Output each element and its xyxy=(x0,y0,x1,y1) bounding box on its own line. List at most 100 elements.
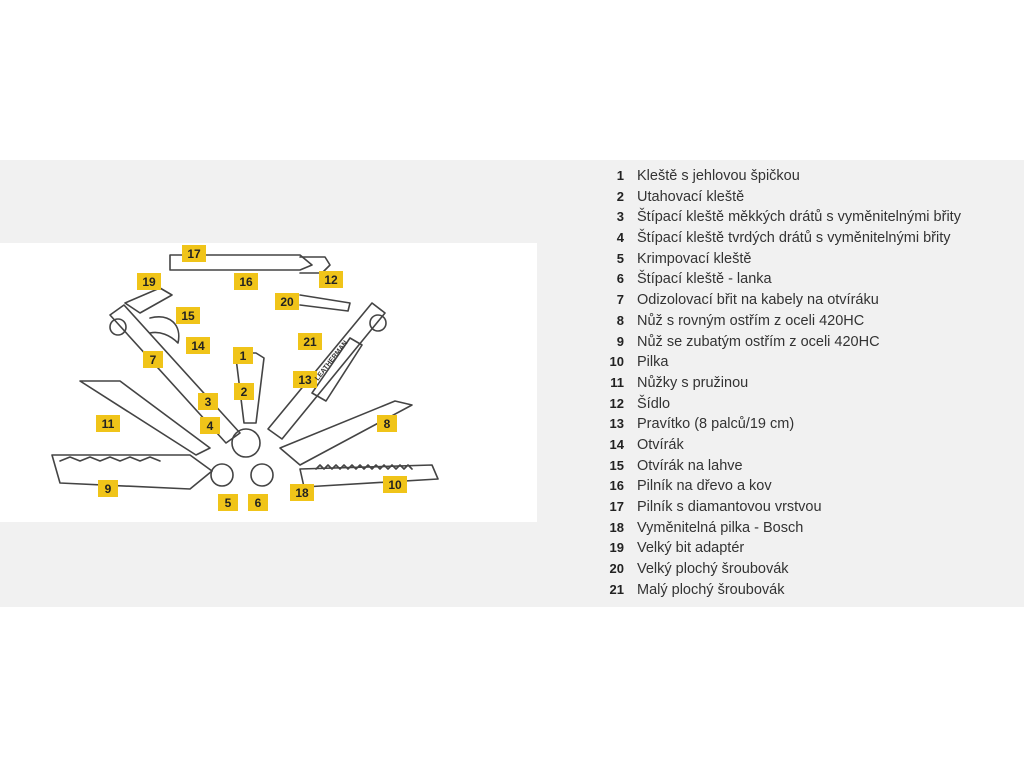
callout-badge xyxy=(137,273,161,290)
legend-text: Otvírák na lahve xyxy=(637,457,743,474)
callout-label: 19 xyxy=(142,275,156,289)
legend-text: Utahovací kleště xyxy=(637,188,745,205)
legend-text: Vyměnitelná pilka - Bosch xyxy=(637,519,804,536)
legend-text: Štípací kleště - lanka xyxy=(637,271,772,288)
legend-item: 4 Štípací kleště tvrdých drátů s vyměnite… xyxy=(600,228,1010,249)
legend-text: Malý plochý šroubovák xyxy=(637,581,785,598)
callout-label: 16 xyxy=(239,275,253,289)
legend-number: 18 xyxy=(609,519,624,535)
callout-label: 1 xyxy=(240,349,247,363)
legend-text: Otvírák xyxy=(637,436,684,453)
legend-text: Velký bit adaptér xyxy=(637,540,745,557)
callout-badge xyxy=(96,415,120,432)
legend-text: Nůž s rovným ostřím z oceli 420HC xyxy=(637,312,865,329)
pliers-pivot-shape xyxy=(231,428,261,458)
file-tip-shape xyxy=(299,256,331,274)
callout-label: 15 xyxy=(181,309,195,323)
callout-label: 7 xyxy=(150,353,157,367)
legend-text: Štípací kleště tvrdých drátů s vyměnitel… xyxy=(637,230,951,247)
legend-item: 19 Velký bit adaptér xyxy=(600,538,1010,559)
callout-badge xyxy=(176,307,200,324)
callout-label: 6 xyxy=(255,496,262,510)
crimper-left-shape xyxy=(210,463,234,487)
callout-label: 10 xyxy=(388,478,402,492)
legend-item: 14 Otvírák xyxy=(600,435,1010,456)
legend-number: 8 xyxy=(616,312,624,328)
legend-number: 13 xyxy=(609,416,624,432)
left-handle-shape xyxy=(109,304,241,444)
callout-label: 14 xyxy=(191,339,205,353)
callout-label: 18 xyxy=(295,486,309,500)
multitool-drawing: 17 16 19 12 20 15 14 21 7 1 13 2 3 xyxy=(51,245,439,511)
legend-item: 13 Pravítko (8 palců/19 cm) xyxy=(600,414,1010,435)
callout-label: 13 xyxy=(298,373,312,387)
legend-number: 7 xyxy=(616,292,624,308)
multitool-diagram: 17 16 19 12 20 15 14 21 7 1 13 2 3 xyxy=(0,243,537,522)
legend-item: 21 Malý plochý šroubovák xyxy=(600,580,1010,601)
callout-label: 9 xyxy=(105,482,112,496)
callout-badge xyxy=(143,351,163,368)
legend-number: 5 xyxy=(616,250,624,266)
saw-teeth-shape xyxy=(315,464,413,470)
legend-number: 11 xyxy=(610,374,624,390)
callout-badge xyxy=(293,371,317,388)
bit-adapter-shape xyxy=(124,287,173,314)
callout-label: 21 xyxy=(303,335,317,349)
legend-item: 15 Otvírák na lahve xyxy=(600,456,1010,477)
legend-text: Nůž se zubatým ostřím z oceli 420HC xyxy=(637,333,880,350)
legend-text: Pravítko (8 palců/19 cm) xyxy=(637,416,795,433)
legend-number: 20 xyxy=(609,561,624,577)
legend-item: 18 Vyměnitelná pilka - Bosch xyxy=(600,518,1010,539)
diamond-file-shape xyxy=(169,254,313,271)
legend-text: Velký plochý šroubovák xyxy=(637,561,789,578)
legend-text: Krimpovací kleště xyxy=(637,250,752,267)
legend-text: Nůžky s pružinou xyxy=(637,374,749,391)
callout-label: 8 xyxy=(384,417,391,431)
bottle-opener-shape xyxy=(149,316,180,344)
callout-label: 17 xyxy=(187,247,201,261)
callout-label: 2 xyxy=(241,385,248,399)
legend-text: Kleště s jehlovou špičkou xyxy=(637,168,800,184)
callout-badge xyxy=(200,417,220,434)
serrated-knife-shape xyxy=(51,454,213,490)
callout-badge xyxy=(186,337,210,354)
callout-badge xyxy=(298,333,322,350)
callout-badge xyxy=(98,480,118,497)
left-pivot-shape xyxy=(109,318,127,336)
callout-label: 5 xyxy=(225,496,232,510)
legend-number: 17 xyxy=(609,499,624,514)
callout-label: 4 xyxy=(207,419,214,433)
callout-badge xyxy=(377,415,397,432)
legend-number: 10 xyxy=(609,354,624,370)
legend-number: 6 xyxy=(616,271,624,287)
legend-text: Pilník s diamantovou vrstvou xyxy=(637,499,822,515)
right-handle-shape xyxy=(267,302,386,440)
legend-number: 21 xyxy=(609,581,624,597)
legend-item: 2 Utahovací kleště xyxy=(600,187,1010,208)
legend-number: 4 xyxy=(616,230,624,246)
legend-number: 19 xyxy=(609,540,624,556)
legend-text: Šídlo xyxy=(637,395,671,412)
right-pivot-shape xyxy=(369,314,387,332)
legend-number: 16 xyxy=(609,478,624,494)
saw-shape xyxy=(299,464,439,488)
legend-item: 9 Nůž se zubatým ostřím z oceli 420HC xyxy=(600,332,1010,353)
callout-label: 12 xyxy=(324,273,338,287)
legend-item: 6 Štípací kleště - lanka xyxy=(600,269,1010,290)
callout-label: 20 xyxy=(280,295,294,309)
legend-item: 11 Nůžky s pružinou xyxy=(600,373,1010,394)
legend-number: 14 xyxy=(609,436,624,452)
legend-number: 3 xyxy=(616,209,624,225)
callout-badge xyxy=(290,484,314,501)
legend-number: 2 xyxy=(616,188,624,204)
legend-number: 9 xyxy=(616,333,624,349)
callout-badge xyxy=(234,273,258,290)
callout-badge xyxy=(234,383,254,400)
legend-number: 15 xyxy=(609,457,624,473)
